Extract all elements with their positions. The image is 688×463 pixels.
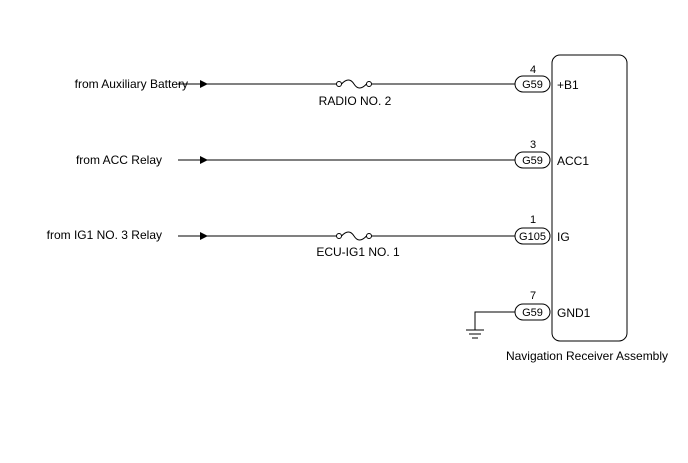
terminal-ig-label: IG [557, 230, 570, 244]
connector-id: G59 [522, 307, 543, 319]
connector-id: G59 [522, 79, 543, 91]
pin-number: 7 [530, 290, 536, 302]
pin-number: 1 [530, 214, 536, 226]
fuse-icon [336, 79, 372, 89]
terminal-acc1-label: ACC1 [557, 154, 589, 168]
terminal-gnd1-label: GND1 [557, 306, 591, 320]
ground-icon [466, 329, 484, 339]
component-name: Navigation Receiver Assembly [506, 349, 668, 363]
fuse-radio-label: RADIO NO. 2 [319, 94, 392, 108]
component-box [551, 54, 628, 342]
source-ig1-relay-label: from IG1 NO. 3 Relay [47, 228, 162, 242]
pin-number: 3 [530, 139, 536, 151]
connector-id: G105 [519, 231, 546, 243]
connector-acc1 [514, 151, 551, 169]
fuse-ecu-ig1-label: ECU-IG1 NO. 1 [316, 245, 400, 259]
source-aux-battery-label: from Auxiliary Battery [75, 77, 188, 91]
arrow-icon [200, 232, 208, 240]
pin-number: 4 [530, 64, 536, 76]
connector-gnd1 [514, 303, 551, 321]
wire-gnd1 [474, 311, 515, 330]
fuse-icon [336, 231, 372, 241]
connector-b1 [514, 75, 551, 93]
terminal-b1-label: +B1 [557, 78, 579, 92]
arrow-icon [200, 80, 208, 88]
source-acc-relay-label: from ACC Relay [76, 153, 162, 167]
arrow-icon [200, 156, 208, 164]
connector-ig [514, 227, 551, 245]
connector-id: G59 [522, 155, 543, 167]
